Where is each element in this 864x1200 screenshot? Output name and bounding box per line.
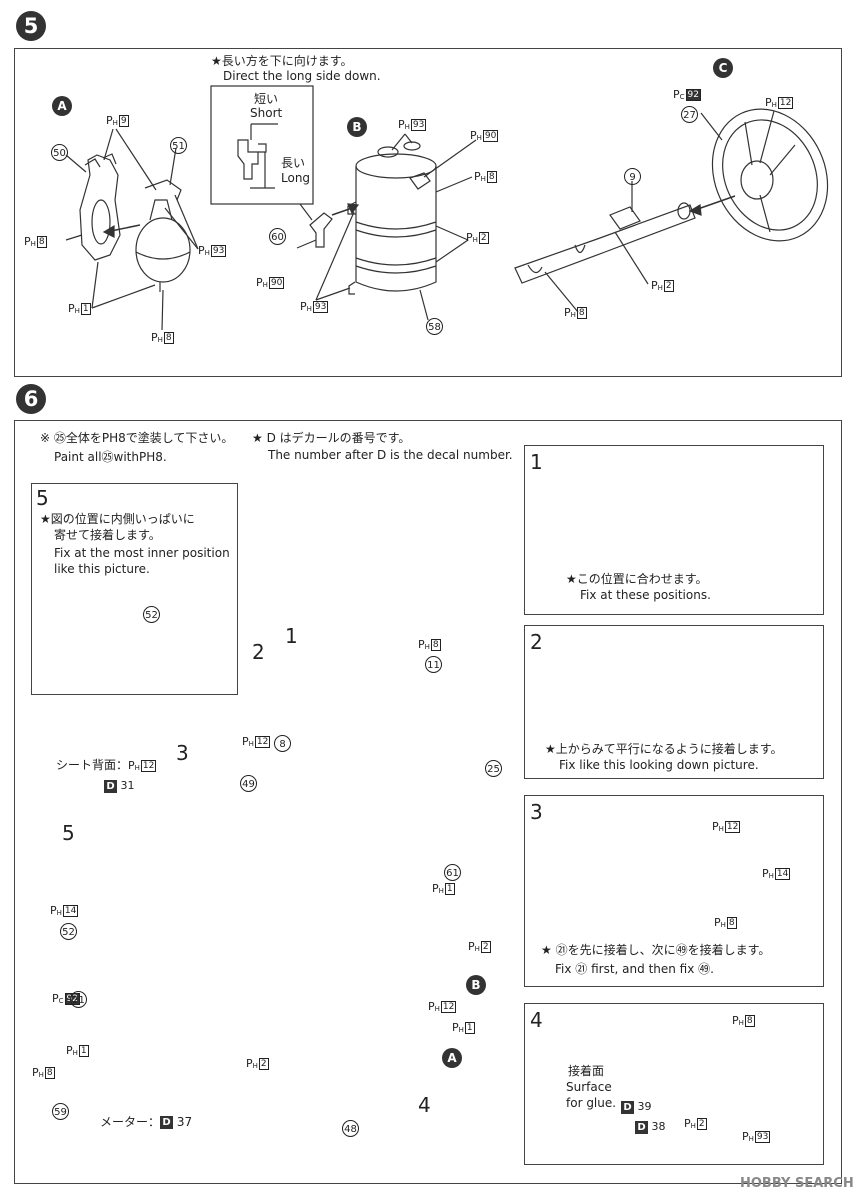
sub4-surface-en1: Surface [566,1080,612,1094]
sub5-en2: like this picture. [54,562,150,576]
sub4-number: 4 [530,1008,543,1032]
sub-panel-1 [524,445,824,615]
part-27: 27 [681,104,698,123]
sub-panel-5 [31,483,238,695]
step6-paint-note-jp: ※ ㉕全体をPH8で塗装して下さい。 [40,431,234,445]
sub-panel-2 [524,625,824,779]
part-9: 9 [624,166,641,185]
arrow-label-5: 5 [62,821,75,845]
sub4-decal-38: D 38 [635,1120,666,1134]
sub3-jp: ★ ㉑を先に接着し、次に㊾を接着します。 [541,943,771,957]
label-a: A [52,96,72,116]
part-49: 49 [240,773,257,792]
step6-decal-note-jp: ★ D はデカールの番号です。 [252,431,411,445]
part-8: 8 [274,733,291,752]
part-51: 51 [170,135,187,154]
sub5-en1: Fix at the most inner position [54,546,230,560]
main-label-a: A [442,1048,462,1068]
main-label-b: B [466,975,486,995]
sub5-number: 5 [36,486,49,510]
arrow-label-4: 4 [418,1093,431,1117]
short-jp: 短い [254,92,279,106]
step6-paint-note-en: Paint all㉕withPH8. [54,450,167,464]
part-11: 11 [425,654,442,673]
long-jp: 長い [281,156,306,170]
sub3-number: 3 [530,800,543,824]
sub5-jp2: 寄せて接着します。 [54,528,161,542]
long-en: Long [281,171,311,185]
part-50: 50 [51,142,68,161]
meter-label: メーター：D 37 [100,1115,193,1129]
part-52: 52 [60,921,77,940]
arrow-label-1: 1 [285,624,298,648]
label-b: B [347,117,367,137]
part-58: 58 [426,316,443,335]
part-48: 48 [342,1118,359,1137]
label-c: C [713,58,733,78]
watermark: HOBBY SEARCH [740,1176,854,1191]
step-6-number: 6 [16,384,46,414]
step-5-number: 5 [16,11,46,41]
sub5-part-52: 52 [143,604,160,623]
step5-note-jp: ★長い方を下に向けます。 [211,54,353,68]
arrow-label-2: 2 [252,640,265,664]
part-25: 25 [485,758,502,777]
sub5-jp1: ★図の位置に内側いっぱいに [40,512,195,526]
short-en: Short [250,106,283,120]
sub3-en: Fix ㉑ first, and then fix ㊾. [555,962,714,976]
step5-note-en: Direct the long side down. [223,69,381,83]
sub4-surface-jp: 接着面 [568,1064,605,1078]
sub1-en: Fix at these positions. [580,588,711,602]
sub4-decal-39: D 39 [621,1100,652,1114]
sub2-number: 2 [530,630,543,654]
sub-panel-4 [524,1003,824,1165]
sub2-en: Fix like this looking down picture. [559,758,759,772]
part-61: 61 [444,862,461,881]
arrow-label-3: 3 [176,741,189,765]
sub2-jp: ★上からみて平行になるように接着します。 [545,742,783,756]
step6-decal-note-en: The number after D is the decal number. [268,448,513,462]
sub1-jp: ★この位置に合わせます。 [566,572,708,586]
part-59: 59 [52,1101,69,1120]
sub-panel-3 [524,795,824,987]
part-21: 21 [70,989,87,1008]
sub4-surface-en2: for glue. [566,1096,617,1110]
part-60: 60 [269,226,286,245]
decal-31: D 31 [104,779,135,793]
sub1-number: 1 [530,450,543,474]
